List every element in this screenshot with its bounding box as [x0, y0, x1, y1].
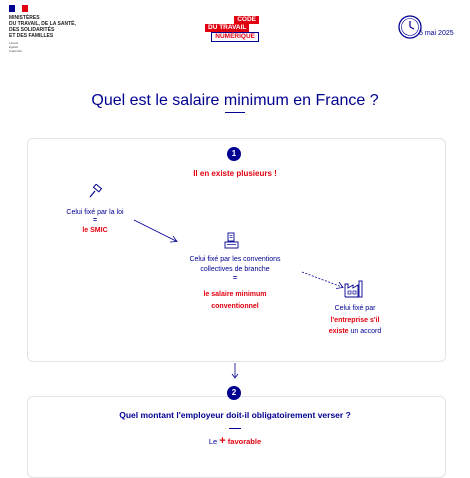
- law-label: Celui fixé par la loi: [66, 209, 124, 216]
- step-1-heading: Il en existe plusieurs !: [193, 169, 277, 178]
- favorable-prefix: Le: [208, 437, 218, 446]
- republic-motto: Liberté Égalité Fraternité: [9, 41, 22, 53]
- company-value-line-1: l'entreprise s'il: [330, 317, 380, 324]
- plus-icon: +: [219, 435, 226, 447]
- arrow-conventions-to-company: [301, 271, 344, 289]
- conventions-equals: =: [232, 275, 238, 282]
- gavel-icon: [89, 184, 103, 198]
- conventions-value-line-1: le salaire minimum: [203, 291, 267, 298]
- factory-icon: [344, 280, 363, 298]
- law-equals: =: [92, 217, 98, 224]
- conventions-value-line-2: conventionnel: [211, 303, 259, 310]
- company-exists: existe: [328, 328, 349, 335]
- code-du-travail-logo[interactable]: CODE DU TRAVAIL NUMÉRIQUE: [205, 16, 265, 46]
- republic-flag: [9, 5, 28, 12]
- company-agreement: un accord: [348, 328, 382, 335]
- conventions-label-line-2: collectives de branche: [200, 266, 270, 273]
- conventions-label-line-1: Celui fixé par les conventions: [189, 256, 281, 263]
- publication-date: 5 mai 2025: [419, 30, 454, 37]
- arrow-down-icon: [231, 363, 239, 379]
- step-2-underline: [229, 428, 241, 429]
- page-title: Quel est le salaire minimum en France ?: [91, 92, 379, 109]
- step-1-card: [27, 138, 446, 362]
- favorable-word: favorable: [227, 437, 262, 446]
- arrow-law-to-conventions: [133, 219, 178, 243]
- company-value-line-2: existe un accord: [310, 327, 400, 337]
- favorable-line: Le + favorable: [0, 436, 470, 447]
- law-smic: le SMIC: [82, 227, 108, 234]
- clock-icon: [398, 15, 422, 39]
- step-2-badge: 2: [227, 386, 241, 400]
- ministry-name: MINISTÈRES DU TRAVAIL, DE LA SANTÉ, DES …: [9, 15, 76, 39]
- company-label: Celui fixé par: [334, 305, 376, 312]
- step-2-heading: Quel montant l'employeur doit-il obligat…: [119, 410, 351, 420]
- title-underline: [225, 112, 245, 113]
- logo-line-2: DU TRAVAIL: [205, 24, 250, 32]
- step-1-badge: 1: [227, 147, 241, 161]
- conventions-icon: [224, 232, 239, 249]
- logo-line-1: CODE: [234, 16, 259, 24]
- logo-line-3: NUMÉRIQUE: [211, 32, 259, 42]
